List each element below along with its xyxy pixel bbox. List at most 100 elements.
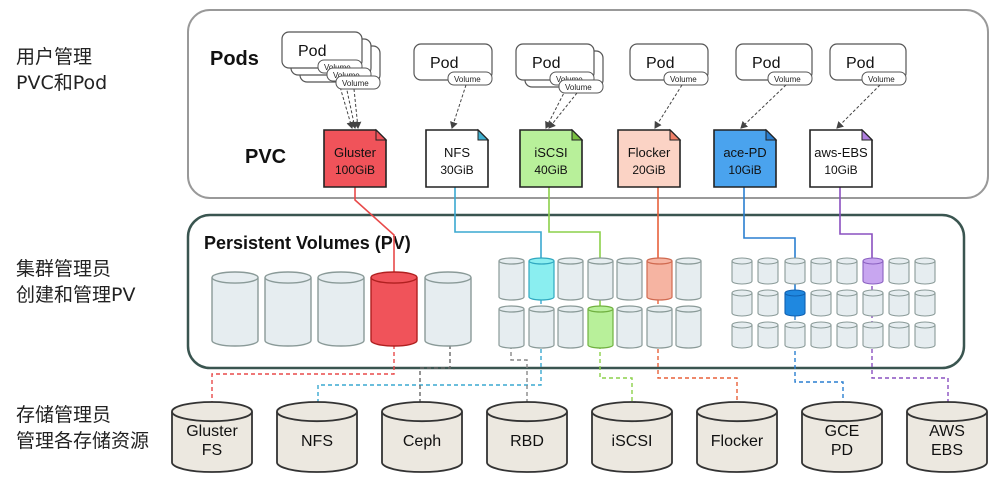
pv-mid-1-4 <box>616 305 643 349</box>
pv-small-2-4 <box>836 321 858 349</box>
pod-label: Pod <box>846 55 874 72</box>
pv-small-1-3-top <box>810 289 832 297</box>
pv-small-0-0-top <box>731 257 753 265</box>
volume-chip <box>767 71 813 86</box>
pv-small-1-0 <box>731 289 753 317</box>
pv-small-2-7 <box>914 321 936 349</box>
claim-arrow <box>836 84 881 129</box>
pv-mid-0-0 <box>498 257 525 301</box>
pods-label: Pods <box>210 48 259 70</box>
pv-large-0-top <box>211 271 259 284</box>
pv-mid-1-3-top <box>587 305 614 313</box>
pod-label: Pod <box>752 55 780 72</box>
volume-chip <box>861 71 907 86</box>
storage-label: PD <box>831 442 853 459</box>
pv-small-0-4 <box>836 257 858 285</box>
pv-mid-1-2 <box>557 305 584 349</box>
pvc-label: PVC <box>245 146 286 168</box>
pvc-binding-line-5 <box>839 187 873 262</box>
pv-mid-0-3-body <box>587 261 614 301</box>
claim-arrow <box>740 84 787 129</box>
pv-mid-0-0-top <box>498 257 525 265</box>
pvc-name: Gluster <box>334 145 377 160</box>
pv-mid-0-1-body <box>528 261 555 301</box>
pvc-doc-corner <box>669 128 682 141</box>
pvc-doc-corner <box>477 128 490 141</box>
claim-arrow <box>450 84 467 129</box>
pv-small-2-6-top <box>888 321 910 329</box>
pv-small-2-1 <box>757 321 779 349</box>
pv-small-0-3-top <box>810 257 832 265</box>
storage-gluster-fs-top <box>171 401 253 423</box>
user-role-line-2: PVC和Pod <box>16 72 108 94</box>
pv-mid-1-1 <box>528 305 555 349</box>
pv-small-2-0 <box>731 321 753 349</box>
pv-small-1-5-body <box>862 293 884 317</box>
pv-small-1-2-body <box>784 293 806 317</box>
pv-small-0-0 <box>731 257 753 285</box>
pvc-name: ace-PD <box>723 145 766 160</box>
pv-small-1-6-top <box>888 289 910 297</box>
pv-mid-0-4-body <box>616 261 643 301</box>
storage-ceph: Ceph <box>381 401 463 473</box>
pv-small-0-3-body <box>810 261 832 285</box>
pv-mid-0-5 <box>646 257 673 301</box>
pod-stack-2: PodVolumeVolume <box>515 43 604 129</box>
pv-mid-0-6-top <box>675 257 702 265</box>
volume-label: Volume <box>565 83 592 92</box>
storage-role-line-2: 管理各存储资源 <box>16 430 150 452</box>
pv-small-0-1-body <box>757 261 779 285</box>
pvc-doc <box>713 129 777 188</box>
pv-small-2-6 <box>888 321 910 349</box>
pvc-group: Gluster100GiBNFS30GiBiSCSI40GiBFlocker20… <box>323 128 874 188</box>
pv-large-1-top <box>264 271 312 284</box>
user-role-line-1: 用户管理 <box>16 46 93 68</box>
pv-large-4-top <box>424 271 472 284</box>
pvc-doc <box>617 129 681 188</box>
storage-label: FS <box>202 442 222 459</box>
claim-arrow <box>548 92 578 129</box>
pv-small-1-4 <box>836 289 858 317</box>
storage-ceph-top <box>381 401 463 423</box>
pod-label: Pod <box>298 43 326 60</box>
pv-mid-0-5-body <box>646 261 673 301</box>
storage-iscsi: iSCSI <box>591 401 673 473</box>
pvc-binding-line-0 <box>354 187 395 276</box>
pv-small-2-0-top <box>731 321 753 329</box>
pv-large-3 <box>370 271 418 347</box>
pv-small-0-2-body <box>784 261 806 285</box>
storage-label: Gluster <box>186 423 238 440</box>
volume-chip <box>558 79 604 94</box>
pv-small-0-5 <box>862 257 884 285</box>
pvc-name: aws-EBS <box>814 145 868 160</box>
pvc-name: Flocker <box>628 145 671 160</box>
pv-mid-1-2-top <box>557 305 584 313</box>
pv-large-4 <box>424 271 472 347</box>
storage-iscsi-top <box>591 401 673 423</box>
pvc-doc-corner <box>375 128 388 141</box>
storage-nfs-top <box>276 401 358 423</box>
pvc-size: 40GiB <box>534 163 567 177</box>
pv-mid-0-6-body <box>675 261 702 301</box>
pv-small-1-5 <box>862 289 884 317</box>
storage-gluster-fs-body <box>171 411 253 473</box>
storage-ceph-body <box>381 411 463 473</box>
storage-gce-pd-top <box>801 401 883 423</box>
storage-label: EBS <box>931 442 963 459</box>
pvc-doc <box>323 129 387 188</box>
pv-mid-1-6-top <box>675 305 702 313</box>
pv-small-1-1-top <box>757 289 779 297</box>
pv-small-1-1-body <box>757 293 779 317</box>
volume-label: Volume <box>454 75 481 84</box>
storage-rbd: RBD <box>486 401 568 473</box>
volume-label: Volume <box>342 79 369 88</box>
pv-large-0-body <box>211 277 259 347</box>
pvc-size: 10GiB <box>728 163 761 177</box>
pv-mid-1-4-body <box>616 309 643 349</box>
